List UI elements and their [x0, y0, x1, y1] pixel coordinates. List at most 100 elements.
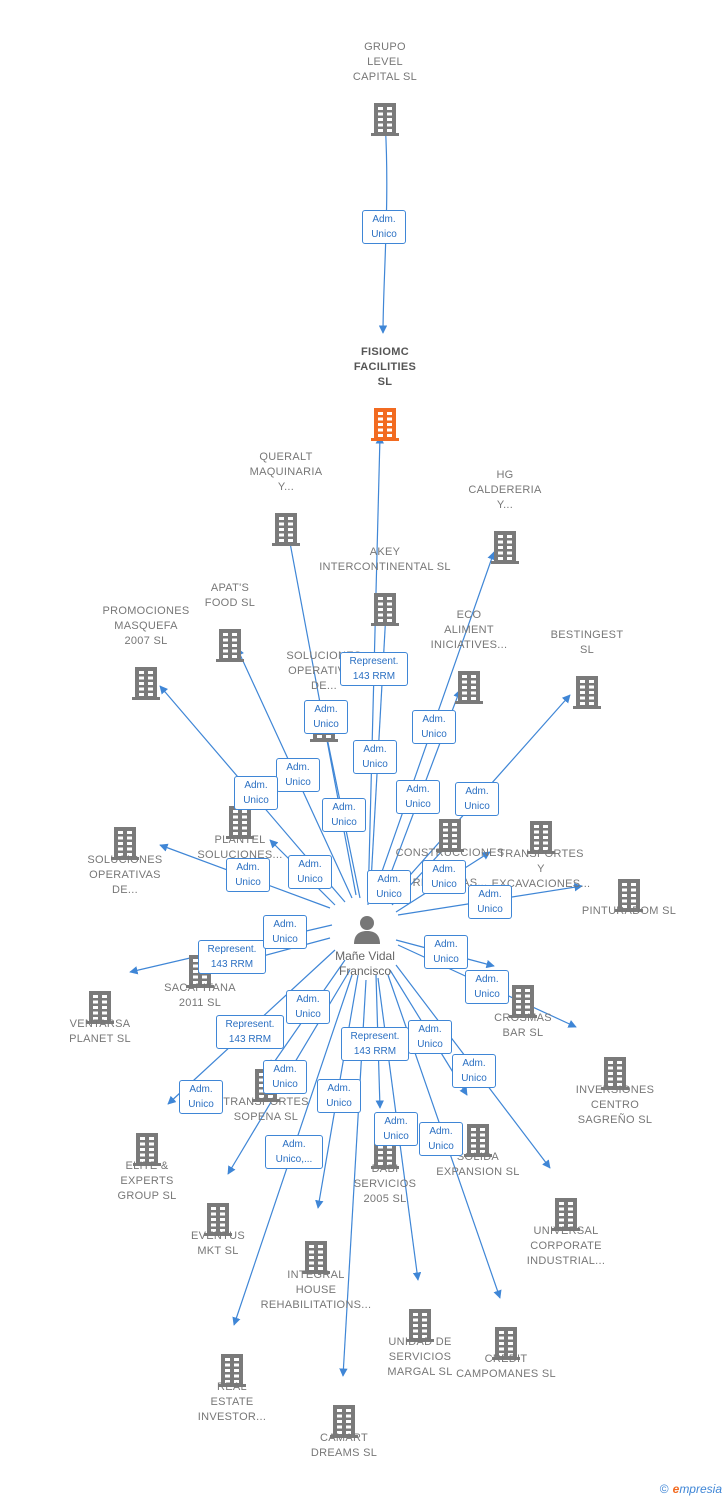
role-label-adm-unico[interactable]: Adm.Unico	[234, 776, 278, 810]
role-label-adm-unico[interactable]: Adm.Unico	[396, 780, 440, 814]
company-label-line: SOPENA SL	[233, 1111, 299, 1123]
company-node-unidad[interactable]	[406, 1306, 434, 1342]
building-icon	[330, 1405, 358, 1438]
role-label-adm-unico[interactable]: Adm.Unico	[179, 1080, 223, 1114]
company-node-solida[interactable]	[464, 1121, 492, 1157]
role-label-adm-unico[interactable]: Adm.Unico	[288, 855, 332, 889]
role-label-adm-unico[interactable]: Adm.Unico	[408, 1020, 452, 1054]
company-label-line: DE...	[112, 884, 138, 896]
role-label-adm-unico[interactable]: Adm.Unico	[226, 858, 270, 892]
role-label-adm-unico[interactable]: Adm.Unico	[465, 970, 509, 1004]
role-label-adm-unico[interactable]: Adm.Unico	[452, 1054, 496, 1088]
role-label-adm-unico[interactable]: Adm.Unico	[276, 758, 320, 792]
company-label-line: CENTRO	[590, 1099, 640, 1111]
role-label-adm-unico[interactable]: Adm.Unico	[353, 740, 397, 774]
role-label-adm-unico[interactable]: Adm.Unico	[455, 782, 499, 816]
role-label-adm-unico[interactable]: Adm.Unico	[419, 1122, 463, 1156]
building-icon	[615, 879, 643, 912]
company-node-pinturadom[interactable]	[615, 876, 643, 912]
role-label-represent-143-rrm[interactable]: Represent.143 RRM	[341, 1027, 409, 1061]
company-node-crosmas[interactable]	[509, 982, 537, 1018]
role-label-adm-unico[interactable]: Adm.Unico,...	[265, 1135, 323, 1169]
company-node-ventarsa[interactable]	[86, 988, 114, 1024]
role-label-adm-unico[interactable]: Adm.Unico	[424, 935, 468, 969]
building-icon	[601, 1057, 629, 1090]
role-label-represent-143-rrm[interactable]: Represent.143 RRM	[198, 940, 266, 974]
role-label-line: Unico	[331, 817, 357, 828]
role-label-adm-unico[interactable]: Adm.Unico	[374, 1112, 418, 1146]
company-node-grupo-level[interactable]	[371, 100, 399, 136]
company-node-queralt[interactable]	[272, 510, 300, 546]
company-label-line: UNIVERSAL	[533, 1225, 599, 1237]
company-node-camart[interactable]	[330, 1402, 358, 1438]
person-name[interactable]: Mañe Vidal Francisco	[305, 949, 425, 979]
company-node-apats[interactable]	[216, 626, 244, 662]
company-label-line: HG	[496, 469, 514, 481]
person-node[interactable]	[352, 913, 382, 945]
role-label-adm-unico[interactable]: Adm.Unico	[362, 210, 406, 244]
company-label-line: 2011 SL	[178, 997, 222, 1009]
company-node-elite[interactable]	[133, 1130, 161, 1166]
role-label-adm-unico[interactable]: Adm.Unico	[322, 798, 366, 832]
company-node-plantel[interactable]	[226, 803, 254, 839]
company-node-real-estate[interactable]	[218, 1351, 246, 1387]
company-node-bestingest[interactable]	[573, 673, 601, 709]
role-label-represent-143-rrm[interactable]: Represent.143 RRM	[216, 1015, 284, 1049]
company-node-hg-caldereria[interactable]	[491, 528, 519, 564]
building-icon	[86, 991, 114, 1024]
building-icon	[527, 821, 555, 854]
role-label-adm-unico[interactable]: Adm.Unico	[304, 700, 348, 734]
company-node-credit[interactable]	[492, 1324, 520, 1360]
role-label-represent-143-rrm[interactable]: Represent.143 RRM	[340, 652, 408, 686]
role-label-adm-unico[interactable]: Adm.Unico	[286, 990, 330, 1024]
role-label-adm-unico[interactable]: Adm.Unico	[412, 710, 456, 744]
role-label-adm-unico[interactable]: Adm.Unico	[468, 885, 512, 919]
role-label-adm-unico[interactable]: Adm.Unico	[422, 860, 466, 894]
role-label-adm-unico[interactable]: Adm.Unico	[317, 1079, 361, 1113]
company-node-construcciones[interactable]	[436, 816, 464, 852]
company-node-eco-aliment[interactable]	[455, 668, 483, 704]
company-label-line: INTEGRAL	[287, 1269, 345, 1281]
company-node-akey[interactable]	[371, 590, 399, 626]
company-node-universal[interactable]	[552, 1195, 580, 1231]
company-node-eventus[interactable]	[204, 1200, 232, 1236]
company-node-transportes-exc[interactable]	[527, 818, 555, 854]
role-label-adm-unico[interactable]: Adm.Unico	[367, 870, 411, 904]
company-label-pinturadom[interactable]: PINTURADOM SL	[554, 904, 704, 919]
role-label-line: Unico	[405, 799, 431, 810]
company-node-fisiomc[interactable]	[371, 405, 399, 441]
company-node-integral[interactable]	[302, 1238, 330, 1274]
building-icon	[111, 827, 139, 860]
company-node-inversiones[interactable]	[601, 1054, 629, 1090]
role-label-adm-unico[interactable]: Adm.Unico	[263, 915, 307, 949]
company-node-promociones[interactable]	[132, 664, 160, 700]
role-label-adm-unico[interactable]: Adm.Unico	[263, 1060, 307, 1094]
company-node-soluciones-operativas-b[interactable]	[111, 824, 139, 860]
